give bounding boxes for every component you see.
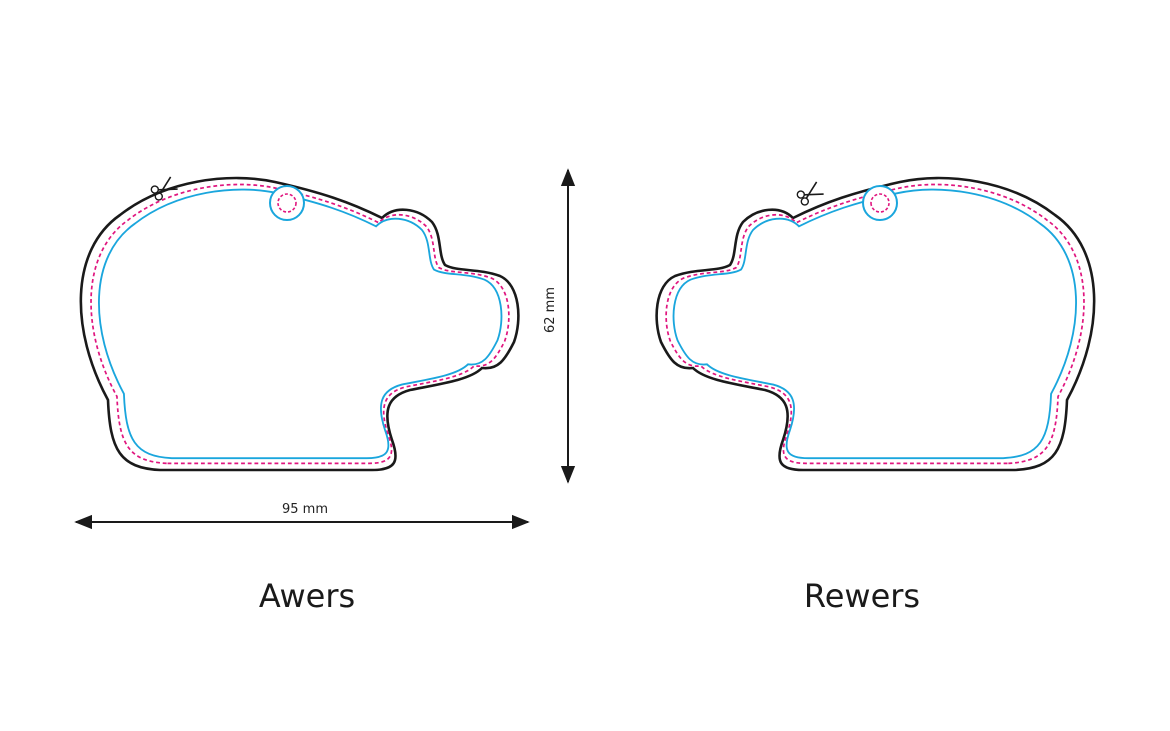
back-label: Rewers [804,577,920,615]
scissors-icon [795,180,825,208]
back-hole-outer [862,185,898,221]
back-template [655,176,1096,472]
width-dimension-label: 95 mm [282,502,328,517]
front-cut-outline [79,176,520,472]
front-hole-outer [269,185,305,221]
back-hole-inner [870,193,890,213]
back-cut-outline [655,176,1096,472]
front-hole-inner [277,193,297,213]
front-template [79,175,520,472]
front-label: Awers [259,577,355,615]
height-dimension-label: 62 mm [543,287,558,333]
